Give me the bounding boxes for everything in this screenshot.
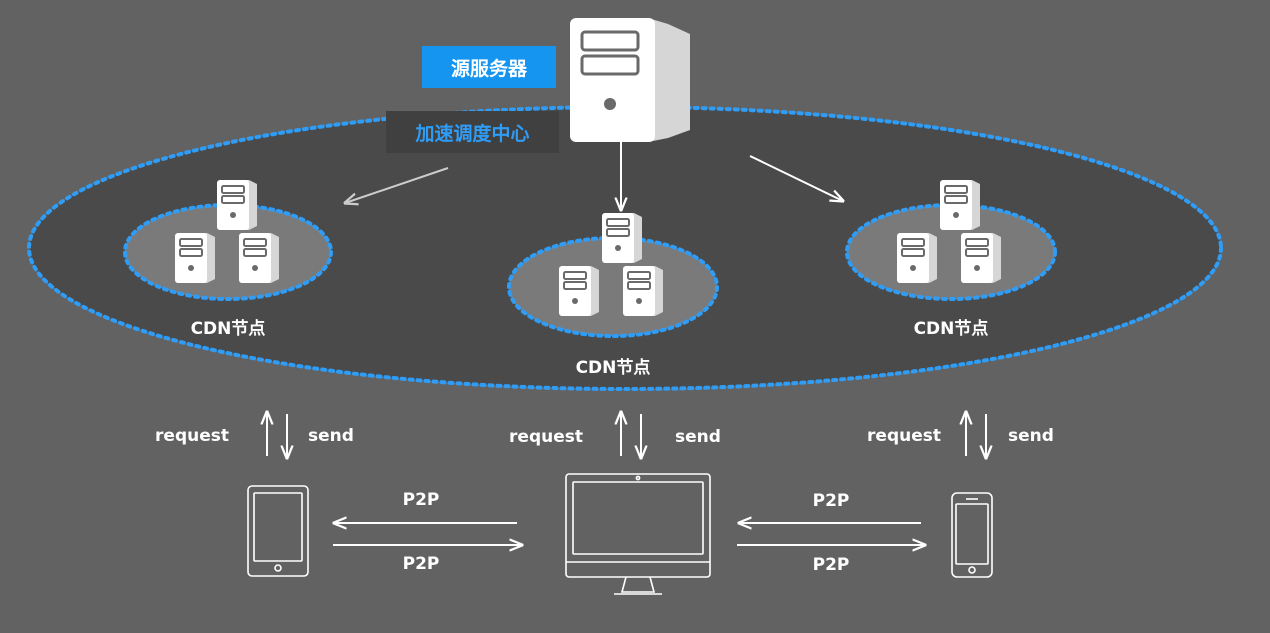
- request-label: request: [509, 427, 583, 447]
- phone-icon: [951, 492, 993, 578]
- request-send-link-left: request send: [155, 412, 354, 458]
- send-label: send: [308, 426, 354, 446]
- server-icon: [558, 265, 600, 317]
- server-icon: [216, 179, 258, 231]
- p2p-label: P2P: [813, 491, 850, 511]
- cdn-node-label-center: CDN节点: [576, 357, 651, 378]
- arrow-to-right-node: [749, 155, 843, 201]
- request-send-link-center: request send: [509, 412, 721, 458]
- send-label: send: [1008, 426, 1054, 446]
- scheduling-center-label: 加速调度中心: [386, 111, 559, 153]
- p2p-link-right: P2P P2P: [737, 491, 925, 575]
- server-icon: [622, 265, 664, 317]
- server-icon: [896, 232, 938, 284]
- p2p-label: P2P: [403, 554, 440, 574]
- monitor-icon: [565, 473, 711, 595]
- server-icon: [601, 212, 643, 264]
- server-icon: [939, 179, 981, 231]
- server-icon: [174, 232, 216, 284]
- origin-server-label: 源服务器: [422, 46, 556, 88]
- p2p-link-left: P2P P2P: [333, 490, 522, 574]
- p2p-label: P2P: [403, 490, 440, 510]
- send-label: send: [675, 427, 721, 447]
- p2p-label: P2P: [813, 555, 850, 575]
- request-label: request: [155, 426, 229, 446]
- cdn-node-label-right: CDN节点: [914, 318, 989, 339]
- tablet-icon: [247, 485, 309, 577]
- server-icon: [960, 232, 1002, 284]
- origin-server-icon: [570, 18, 690, 142]
- request-label: request: [867, 426, 941, 446]
- request-send-link-right: request send: [867, 412, 1054, 458]
- cdn-node-label-left: CDN节点: [191, 318, 266, 339]
- arrow-to-left-node: [345, 167, 449, 203]
- server-icon: [238, 232, 280, 284]
